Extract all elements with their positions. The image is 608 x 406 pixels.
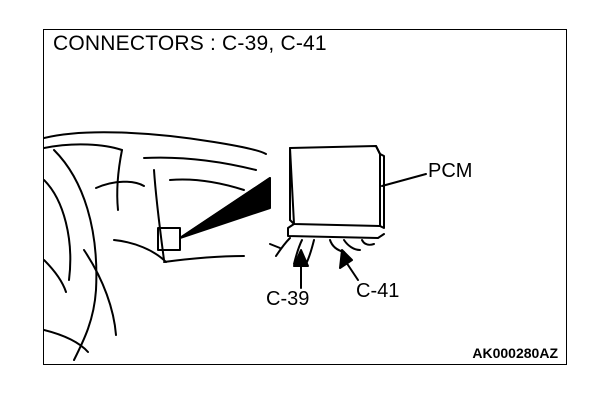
figure-code: AK000280AZ — [472, 345, 558, 361]
pcm-unit — [287, 145, 385, 239]
diagram-title: CONNECTORS : C-39, C-41 — [53, 32, 327, 55]
pcm-label: PCM — [428, 160, 473, 182]
c39-label: C-39 — [266, 288, 310, 310]
connector-harness — [269, 237, 375, 265]
pointer-line — [179, 177, 271, 239]
pcm-leader-line — [381, 173, 427, 187]
diagram-frame: CONNECTORS : C-39, C-41 — [43, 29, 567, 365]
c41-label: C-41 — [356, 280, 400, 302]
dashboard-illustration — [44, 131, 427, 361]
arrow-c41 — [339, 249, 359, 281]
arrow-c39 — [293, 249, 309, 289]
dashboard-drawing — [44, 131, 267, 361]
